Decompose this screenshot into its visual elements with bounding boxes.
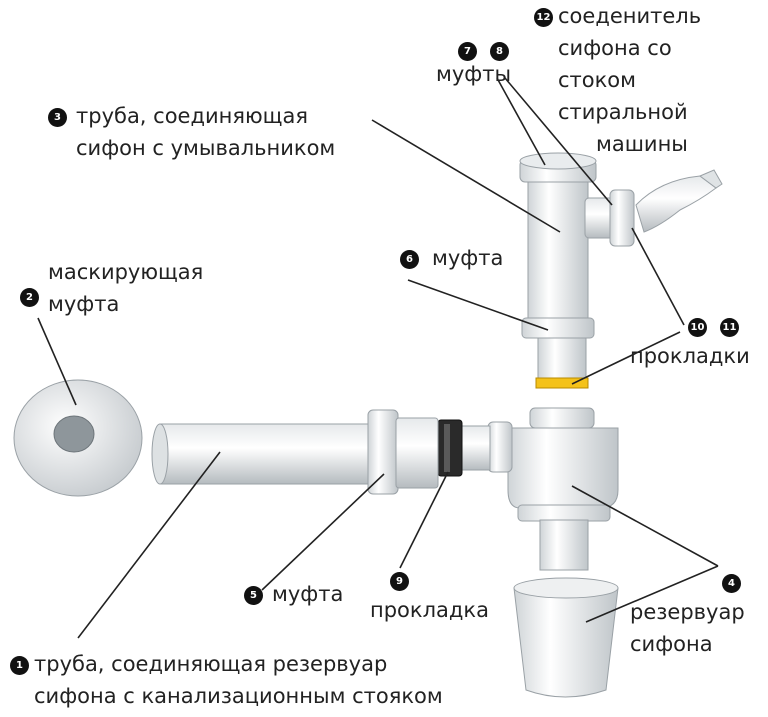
horizontal-pipe [151,409,439,495]
leader-3 [371,119,561,233]
label-3-line2: сифон с умывальником [76,136,336,160]
badge-12: 12 [534,8,553,27]
leader-11 [571,331,681,385]
label-4-line2: сифона [630,632,713,656]
label-12-line1: соеденитель [558,4,702,28]
leader-9 [399,471,449,569]
badge-11: 11 [720,318,739,337]
leader-6 [407,279,549,331]
badge-7: 7 [458,42,477,61]
badge-2: 2 [20,288,39,307]
badge-9: 9 [390,572,409,591]
label-5: муфта [272,582,344,606]
label-2-line2: муфта [48,292,120,316]
label-2-line1: маскирующая [48,260,204,284]
label-4-line1: резервуар [630,600,745,624]
side-branch [584,169,723,247]
leader-5 [261,473,385,591]
leader-7 [496,77,546,166]
vertical-pipe [519,152,597,389]
label-1-line2: сифона с канализационным стояком [34,684,443,708]
label-6: муфта [432,246,504,270]
leader-10 [631,227,685,326]
label-1-line1: труба, соединяющая резервуар [34,652,388,676]
badge-3: 3 [48,108,67,127]
siphon-reservoir [507,407,619,698]
label-3-line1: труба, соединяющая [76,104,308,128]
badge-1: 1 [10,656,29,675]
badge-5: 5 [244,586,263,605]
label-12-line5: машины [596,132,688,156]
label-78: муфты [436,62,512,86]
badge-10: 10 [688,318,707,337]
leader-lines [37,77,719,639]
leader-4a [571,485,719,567]
leader-4b [585,565,719,623]
label-12-line4: стиральной [558,100,688,124]
label-1011: прокладки [630,344,750,368]
label-12-line3: стоком [558,68,637,92]
siphon-outlet [437,419,513,477]
badge-8: 8 [490,42,509,61]
label-12-line2: сифона со [558,36,672,60]
label-9: прокладка [370,598,489,622]
badge-6: 6 [400,250,419,269]
leader-1 [77,451,221,639]
leader-2 [37,317,77,406]
leader-8 [504,77,613,206]
masking-ring [13,379,143,497]
badge-4: 4 [722,574,741,593]
